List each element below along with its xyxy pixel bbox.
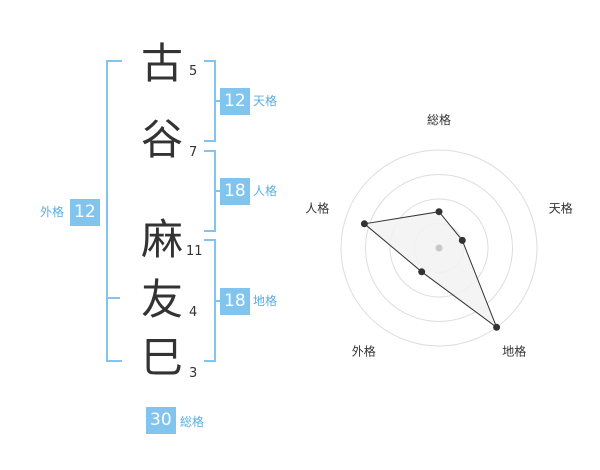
tenkaku-value: 12	[220, 88, 250, 115]
name-char-5: 巳	[140, 333, 183, 382]
radar-point-4	[418, 268, 426, 276]
radar-point-1	[435, 208, 443, 216]
gaikaku-label: 外格	[40, 205, 65, 219]
soukaku-value: 30	[146, 407, 176, 434]
tenkaku-label: 天格	[253, 94, 278, 108]
stroke-count-3: 11	[186, 244, 203, 259]
radar-axis-label-4: 外格	[352, 344, 376, 359]
radar-area	[363, 211, 498, 329]
soukaku-label: 総格	[180, 415, 205, 429]
stroke-count-2: 7	[189, 145, 198, 160]
name-char-2: 谷	[140, 115, 183, 164]
stroke-count-4: 4	[189, 305, 198, 320]
chikaku-label: 地格	[253, 294, 278, 308]
gaikaku-bracket	[106, 60, 122, 362]
radar-ring-2	[389, 198, 489, 298]
radar-point-3	[493, 323, 501, 331]
chikaku-connector	[214, 300, 220, 302]
name-char-3: 麻	[140, 215, 183, 264]
tenkaku-connector	[214, 100, 220, 102]
stroke-count-5: 3	[189, 366, 198, 381]
gaikaku-bracket-lower-tick	[106, 297, 120, 299]
radar-point-2	[458, 236, 466, 244]
radar-ring-3	[365, 174, 513, 322]
chikaku-value: 18	[220, 288, 250, 315]
radar-axis-label-2: 天格	[549, 200, 573, 215]
radar-point-5	[360, 220, 368, 228]
radar-ring-4	[340, 149, 538, 347]
jinkaku-value: 18	[220, 178, 250, 205]
radar-ring-1	[414, 223, 464, 273]
jinkaku-label: 人格	[253, 184, 278, 198]
radar-axis-label-3: 地格	[502, 344, 526, 359]
radar-axis-label-5: 人格	[305, 200, 329, 215]
name-char-4: 友	[140, 275, 183, 324]
jinkaku-connector	[214, 190, 220, 192]
gaikaku-value: 12	[70, 199, 100, 226]
stroke-count-1: 5	[189, 64, 198, 79]
radar-axis-label-1: 総格	[427, 112, 451, 127]
name-char-1: 古	[140, 39, 183, 88]
radar-center-point	[435, 244, 443, 252]
